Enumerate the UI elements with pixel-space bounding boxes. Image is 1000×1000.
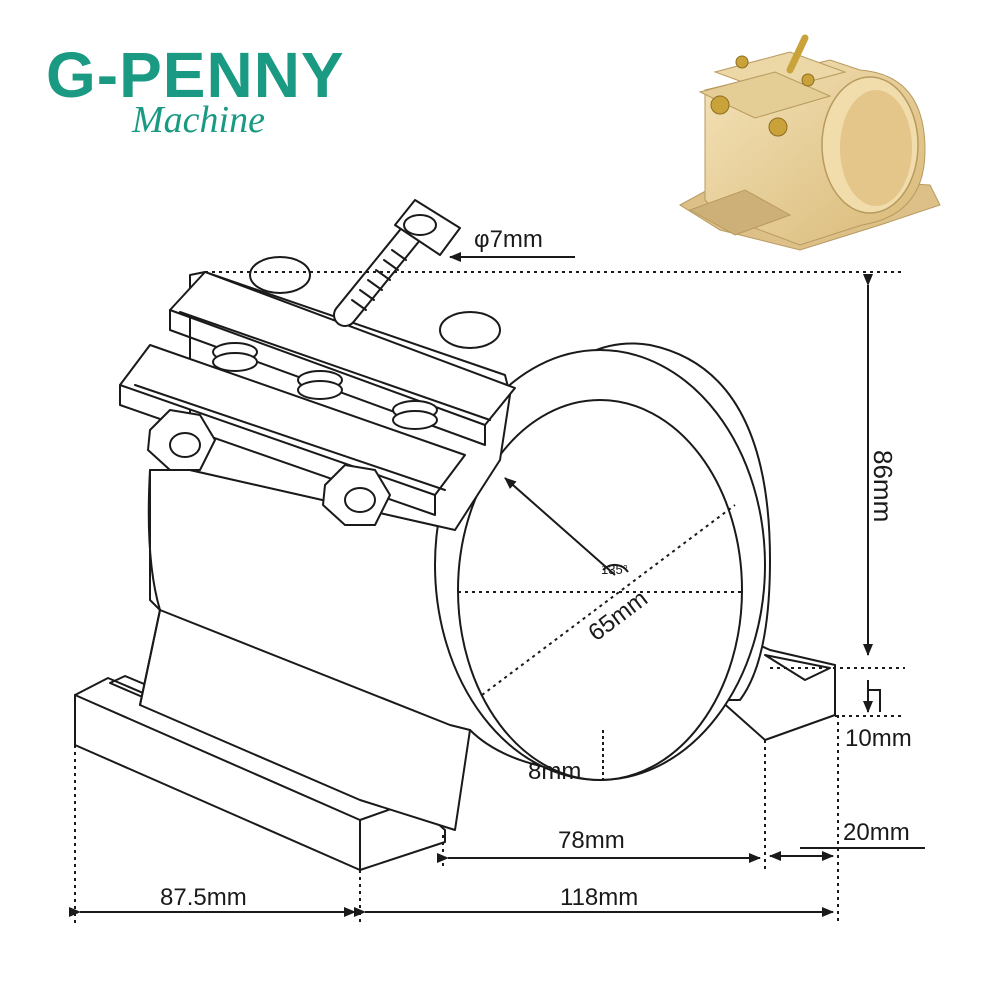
spring — [212, 342, 258, 372]
bolt-head — [394, 199, 461, 256]
photo-bolt — [786, 34, 809, 74]
wall-thickness-label: 8mm — [528, 758, 581, 785]
depth-label: 87.5mm — [160, 884, 247, 911]
angle-arc — [602, 563, 629, 573]
bolt-diameter-label: φ7mm — [474, 226, 543, 253]
height-label: 86mm — [868, 450, 898, 522]
bore — [457, 399, 743, 781]
photo-nut — [768, 117, 788, 137]
clamp-plate-lower — [119, 344, 466, 496]
spring — [392, 400, 438, 430]
angle-label: 135° — [601, 562, 628, 577]
threaded-bolt — [333, 223, 422, 327]
top-roller — [439, 311, 501, 349]
body-front-face — [149, 469, 161, 611]
photo-nut — [710, 95, 730, 115]
hex-nut — [322, 464, 391, 526]
photo-nut — [801, 73, 815, 87]
clamp-plate-lower-ridge — [134, 384, 446, 491]
photo-bore-inner — [840, 90, 912, 206]
foot-height-tick — [868, 689, 881, 712]
photo-clamp-plate-lower — [698, 71, 832, 119]
body-left-notch — [159, 609, 471, 731]
body-left-notch — [139, 609, 161, 706]
foot-width-label: 20mm — [843, 819, 910, 846]
product-photo — [679, 34, 941, 251]
line-drawing — [74, 199, 836, 871]
foot-height-label: 10mm — [845, 725, 912, 752]
brand-tagline: Machine — [132, 99, 265, 141]
bore-span-label: 78mm — [558, 827, 625, 854]
base-foot-edge — [74, 694, 361, 821]
clamp-plate-upper — [169, 271, 516, 426]
hex-nut — [147, 409, 216, 471]
spring — [297, 370, 343, 400]
dimension-lines — [69, 252, 925, 925]
brand-logo: G-PENNY Machine — [40, 40, 360, 150]
photo-foot-slot — [688, 189, 792, 236]
bore-diameter-arrow — [504, 477, 616, 576]
clamp-plate-lower-front — [119, 384, 436, 516]
top-roller — [249, 256, 311, 294]
clamp-plate-upper-ridge — [179, 311, 491, 421]
photo-nut — [735, 55, 749, 69]
brand-name: G-PENNY — [46, 39, 345, 111]
width-label: 118mm — [560, 884, 638, 911]
